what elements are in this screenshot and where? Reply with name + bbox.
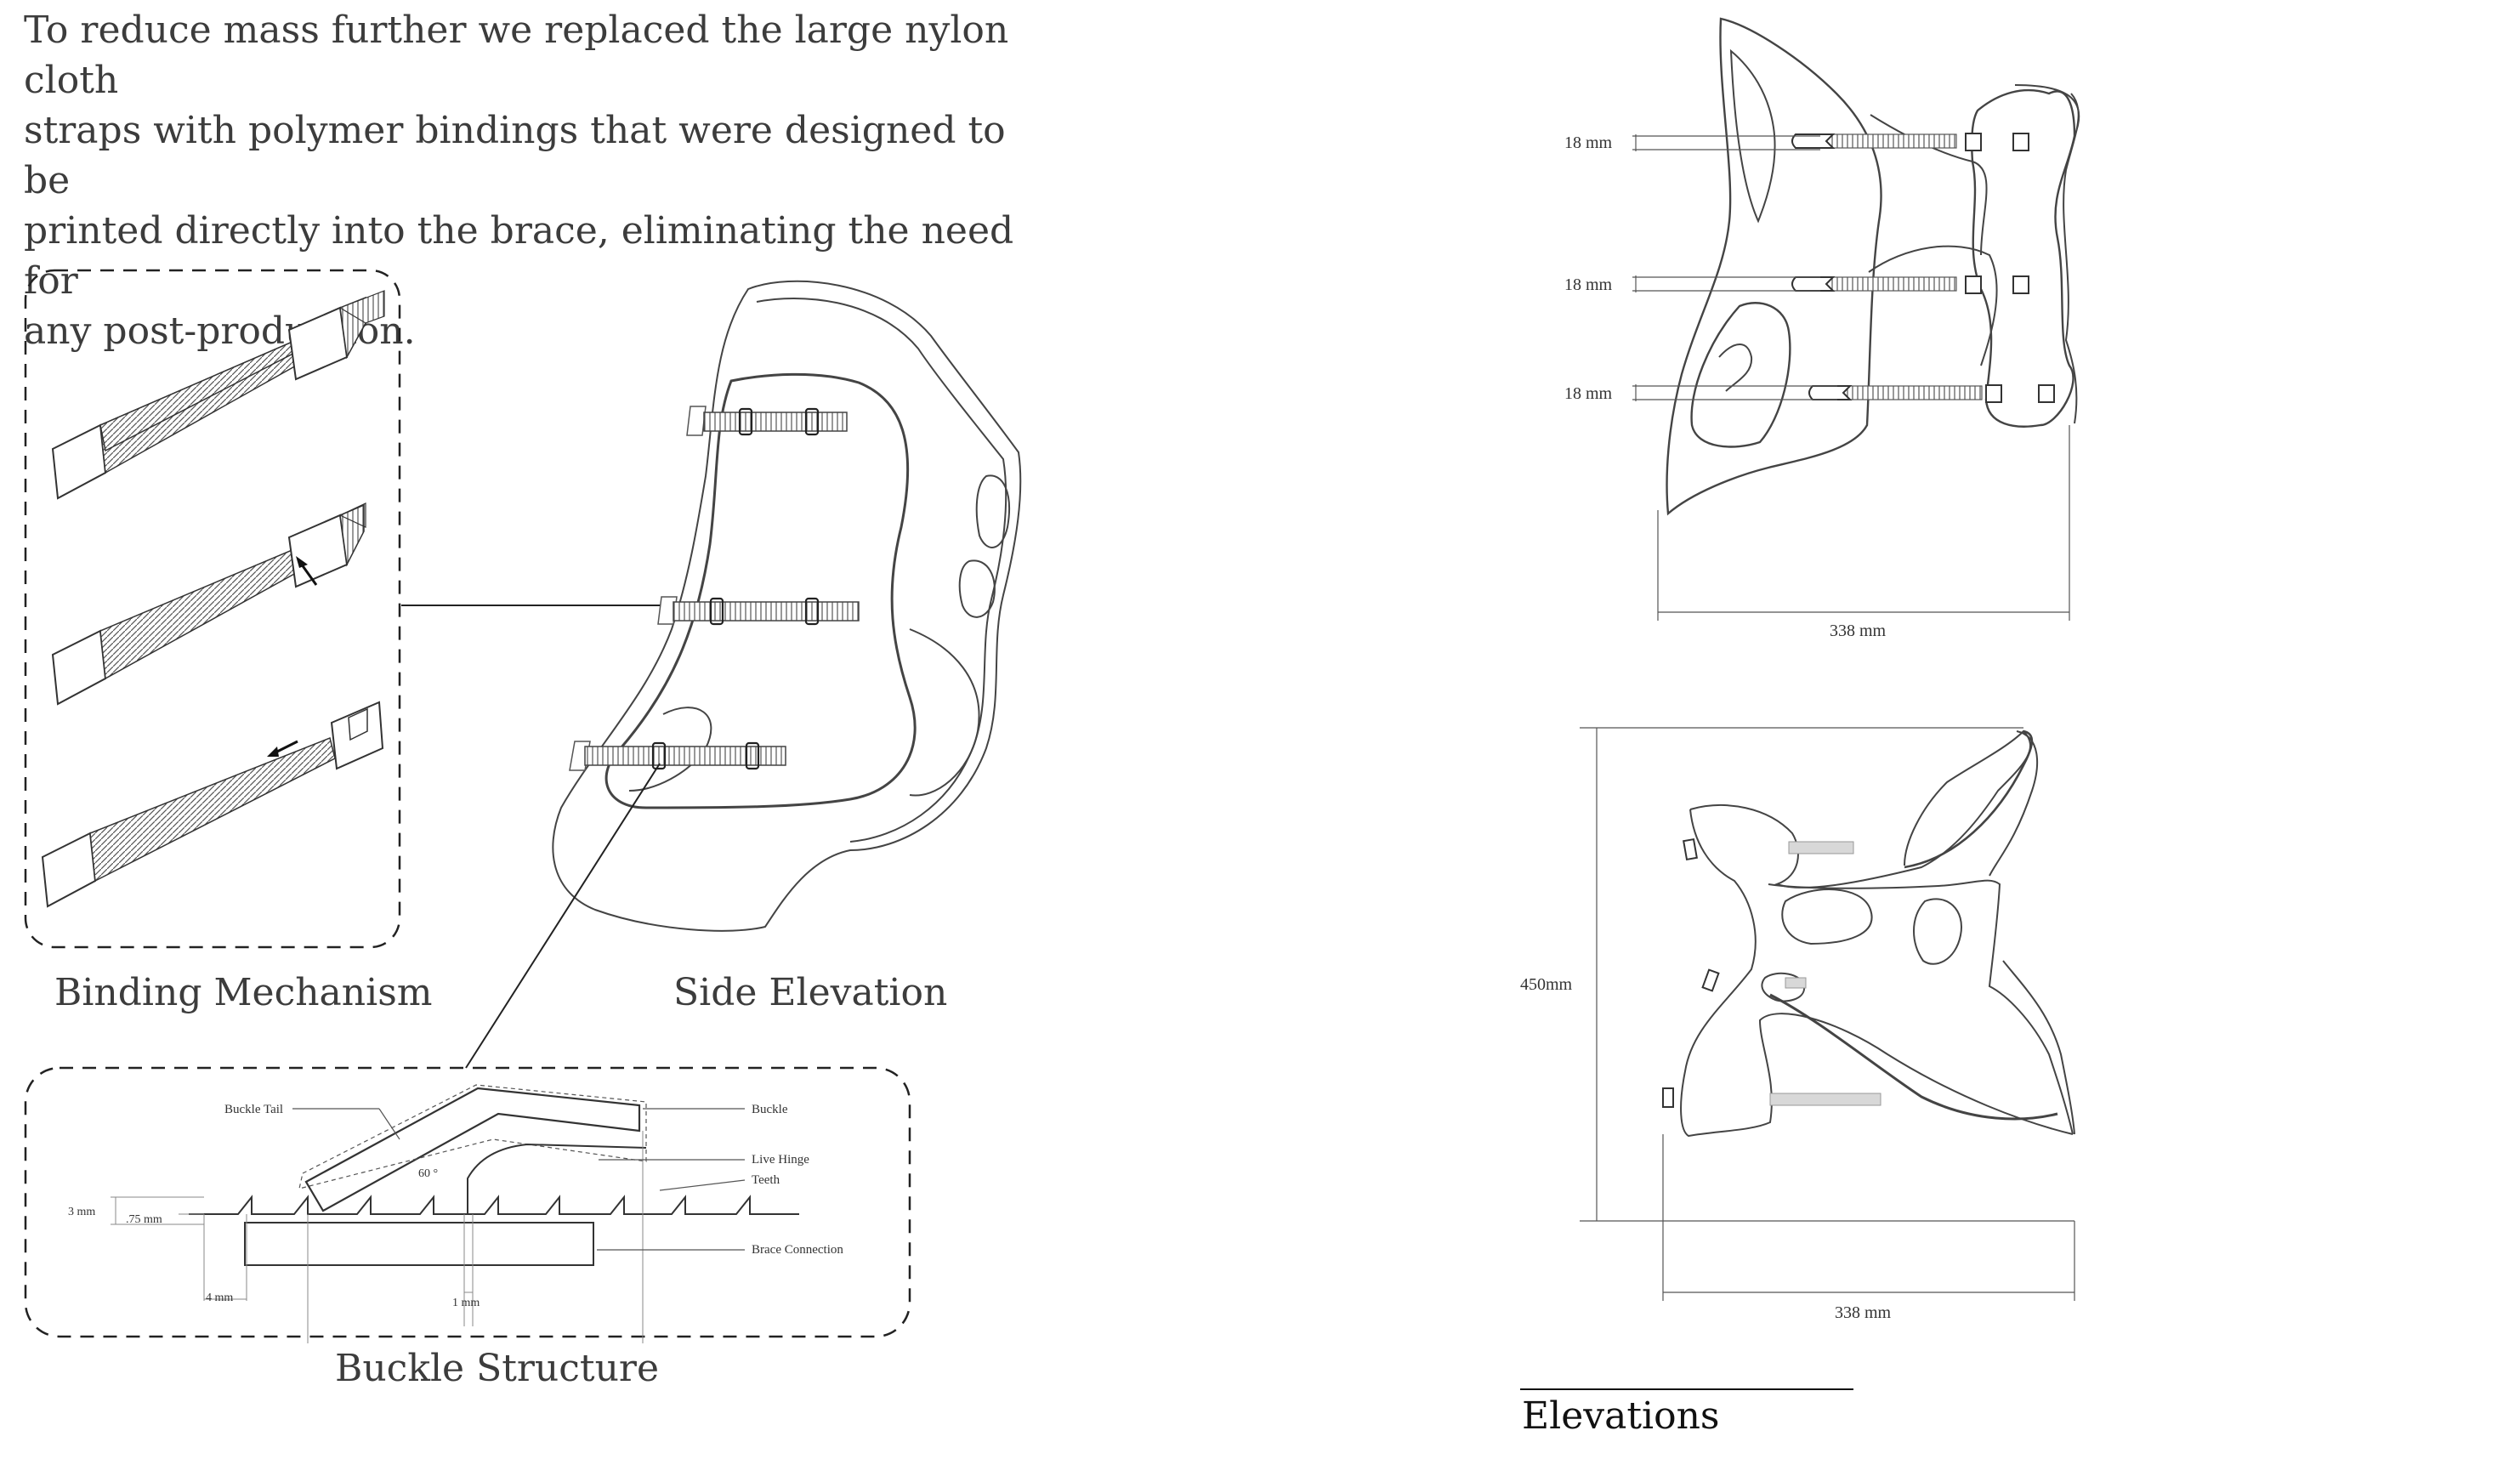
caption-elevations: Elevations bbox=[1522, 1394, 1720, 1438]
buckle-structure-panel: Buckle Tail Buckle Live Hinge Teeth Brac… bbox=[24, 1066, 911, 1343]
strap-illustration-locked bbox=[51, 290, 385, 500]
intro-paragraph: To reduce mass further we replaced the l… bbox=[24, 9, 1014, 353]
label-buckle-tail: Buckle Tail bbox=[224, 1103, 283, 1116]
label-angle: 60 ° bbox=[418, 1167, 438, 1180]
rear-elevation-drawing bbox=[1662, 730, 2075, 1138]
leader-line bbox=[465, 763, 661, 1069]
dimension-bottom-width: 338 mm bbox=[1835, 1303, 1892, 1322]
label-teeth: Teeth bbox=[752, 1173, 780, 1187]
label-brace-connection: Brace Connection bbox=[752, 1243, 843, 1257]
label-buckle: Buckle bbox=[752, 1103, 788, 1116]
binding-mechanism-panel bbox=[24, 269, 401, 949]
dimension-strap-1: 18 mm bbox=[1564, 133, 1613, 152]
label-width-1mm: 1 mm bbox=[452, 1297, 480, 1309]
caption-binding-mechanism: Binding Mechanism bbox=[54, 971, 433, 1014]
dimension-bottom-height: 450mm bbox=[1520, 975, 1573, 994]
front-elevation-dimensions bbox=[1632, 134, 2070, 621]
rear-elevation-dimensions bbox=[1580, 727, 2075, 1301]
dimension-strap-3: 18 mm bbox=[1564, 384, 1613, 403]
dimension-strap-2: 18 mm bbox=[1564, 275, 1613, 294]
label-height-3mm: 3 mm bbox=[68, 1206, 95, 1218]
caption-side-elevation: Side Elevation bbox=[673, 971, 948, 1014]
label-width-4mm: 4 mm bbox=[206, 1292, 233, 1304]
front-elevation-straps bbox=[1791, 133, 2055, 403]
strap-illustration-released bbox=[41, 701, 384, 908]
label-depth-075mm: .75 mm bbox=[126, 1213, 162, 1226]
strap-illustration-engaging bbox=[51, 502, 366, 706]
dimension-top-width: 338 mm bbox=[1830, 622, 1887, 640]
side-elevation-straps bbox=[569, 406, 860, 771]
label-live-hinge: Live Hinge bbox=[752, 1153, 809, 1167]
caption-buckle-structure: Buckle Structure bbox=[335, 1347, 660, 1390]
front-elevation-drawing bbox=[1666, 17, 2080, 516]
